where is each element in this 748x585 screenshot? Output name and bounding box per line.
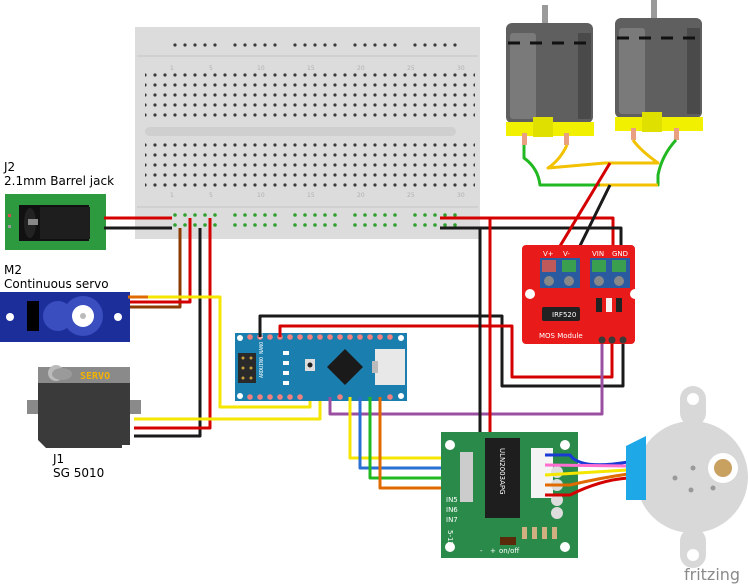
- bb-col-25: 25: [407, 65, 415, 72]
- driver-plus: +: [490, 547, 496, 555]
- driver-in5: IN5: [446, 496, 458, 504]
- bb-col-1: 1: [170, 65, 174, 72]
- continuous-servo: [0, 292, 130, 342]
- mos-chip-label: IRF520: [552, 311, 576, 319]
- servo-sg5010: SERVO: [27, 365, 141, 448]
- servo-body-text: SERVO: [80, 371, 110, 382]
- driver-chip-label: ULN2003APG: [498, 448, 506, 495]
- bb-col-30-bottom: 30: [457, 192, 465, 199]
- driver-in6: IN6: [446, 506, 458, 514]
- barrel-jack-ref: J2: [3, 160, 15, 174]
- dc-motor-2: [615, 0, 703, 140]
- breadboard: 1 5 10 15 20 25 30 1 5 10 15 20 25 30: [135, 27, 480, 239]
- bb-col-30: 30: [457, 65, 465, 72]
- bb-col-25-bottom: 25: [407, 192, 415, 199]
- driver-switch-label: on/off: [499, 547, 519, 555]
- bb-col-15-bottom: 15: [307, 192, 315, 199]
- bb-col-5-bottom: 5: [209, 192, 213, 199]
- bb-col-5: 5: [209, 65, 213, 72]
- bb-col-15: 15: [307, 65, 315, 72]
- driver-power-label: 5-12V: [446, 530, 454, 551]
- bb-col-10-bottom: 10: [257, 192, 265, 199]
- barrel-jack-label: 2.1mm Barrel jack: [4, 174, 114, 188]
- continuous-servo-ref: M2: [4, 263, 22, 277]
- mos-term-vin: VIN: [592, 250, 604, 258]
- stepper-wires: [544, 453, 629, 497]
- bb-col-1-bottom: 1: [170, 192, 174, 199]
- dc-motor-1: [506, 5, 594, 145]
- left-wires: [104, 216, 322, 438]
- bb-col-10: 10: [257, 65, 265, 72]
- continuous-servo-label: Continuous servo: [4, 277, 109, 291]
- servo-label: SG 5010: [53, 466, 104, 480]
- driver-in7: IN7: [446, 516, 458, 524]
- mos-module-label: MOS Module: [539, 332, 583, 340]
- bb-col-20-bottom: 20: [357, 192, 365, 199]
- stepper-motor: [626, 386, 748, 568]
- bb-col-20: 20: [357, 65, 365, 72]
- fritzing-logo: fritzing: [684, 565, 740, 584]
- mos-term-vplus: V+: [543, 250, 554, 258]
- arduino-nano: ARDUINO NANO V3.0: [235, 327, 407, 401]
- mos-term-vminus: V-: [563, 250, 570, 258]
- mos-term-gnd: GND: [612, 250, 628, 258]
- arduino-board-text: ARDUINO NANO V3.0: [259, 327, 265, 378]
- servo-ref: J1: [52, 452, 64, 466]
- barrel-jack: [5, 194, 106, 250]
- mos-module: V+ V- VIN GND MOS Module IRF520: [522, 245, 640, 344]
- driver-minus: -: [480, 547, 483, 555]
